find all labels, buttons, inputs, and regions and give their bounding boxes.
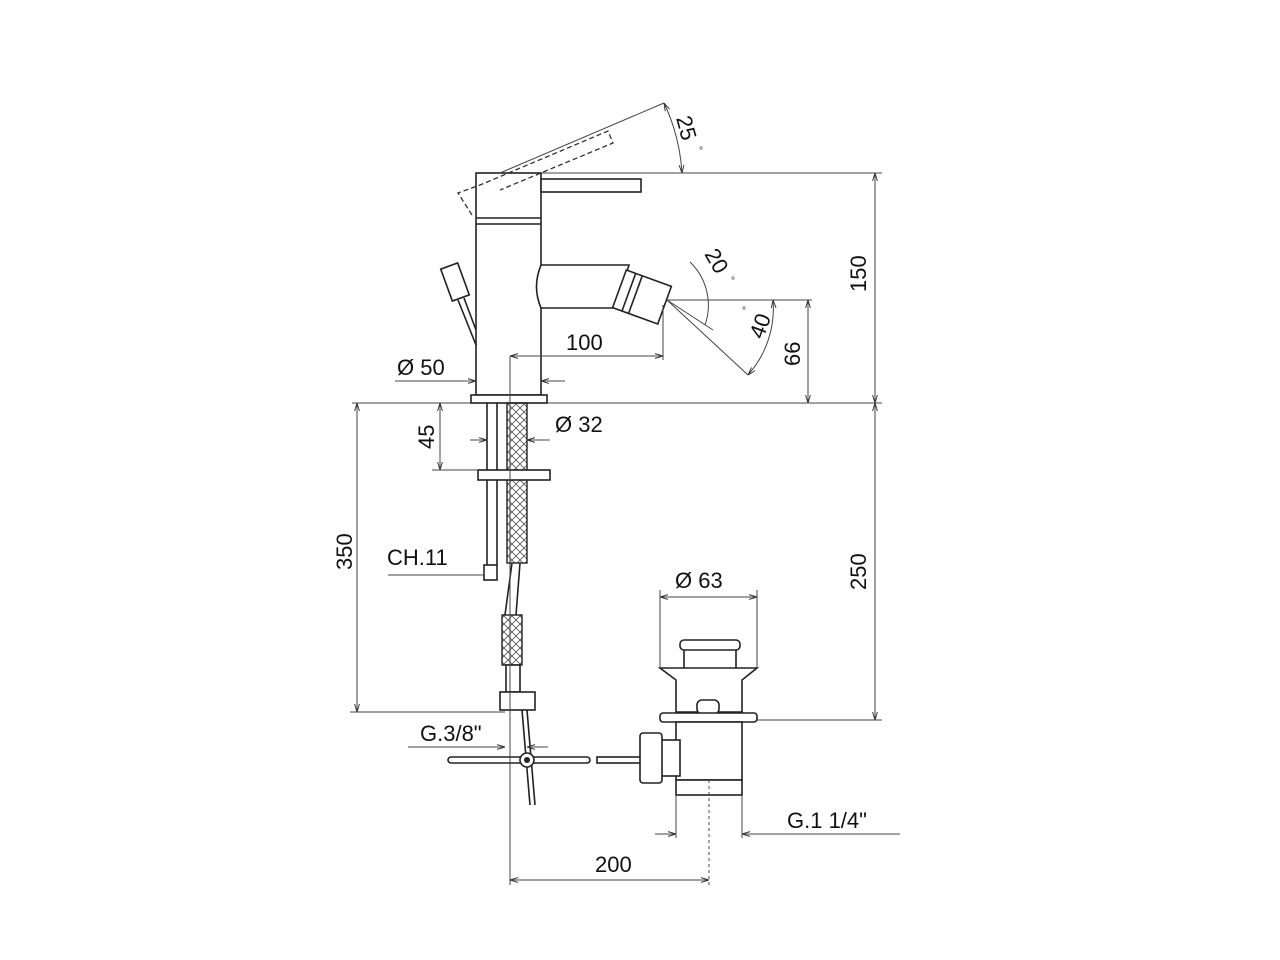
- drain-offset-label: 200: [595, 852, 632, 877]
- pull-rod: [447, 752, 643, 768]
- hose-thread-label: G.3/8": [420, 721, 482, 746]
- wrench-size-label: CH.11: [387, 545, 448, 570]
- deck-thickness-label: 45: [414, 425, 439, 449]
- drain-thread-label: G.1 1/4": [787, 808, 867, 833]
- spout-height-label: 66: [780, 342, 805, 366]
- lever-handle: [540, 178, 642, 193]
- spout: [535, 264, 673, 326]
- spout-angle-down-label: 40: [744, 310, 776, 342]
- drain-diameter-label: Ø 63: [675, 568, 723, 593]
- pop-up-waste: [639, 639, 760, 885]
- drain-height-label: 250: [846, 553, 871, 590]
- svg-text:°: °: [742, 306, 746, 317]
- dimension-labels: 25 ° 20 ° 40 ° 150 66 100 Ø 50 Ø 32 45 3…: [332, 113, 871, 877]
- pop-up-rod-knob: [439, 261, 477, 346]
- lever-raised-position: [457, 102, 665, 216]
- hose-length-label: 350: [332, 533, 357, 570]
- lever-angle-label: 25: [671, 113, 701, 143]
- shank-and-hoses: [477, 402, 551, 806]
- shank-diameter-label: Ø 32: [555, 412, 603, 437]
- total-height-label: 150: [846, 255, 871, 292]
- spout-reach-label: 100: [566, 330, 603, 355]
- svg-text:°: °: [731, 276, 735, 287]
- dimension-lines: [357, 103, 900, 885]
- mixer-body: [470, 172, 548, 404]
- body-diameter-label: Ø 50: [397, 355, 445, 380]
- spout-angle-up-label: 20: [700, 244, 734, 278]
- svg-text:°: °: [699, 146, 703, 157]
